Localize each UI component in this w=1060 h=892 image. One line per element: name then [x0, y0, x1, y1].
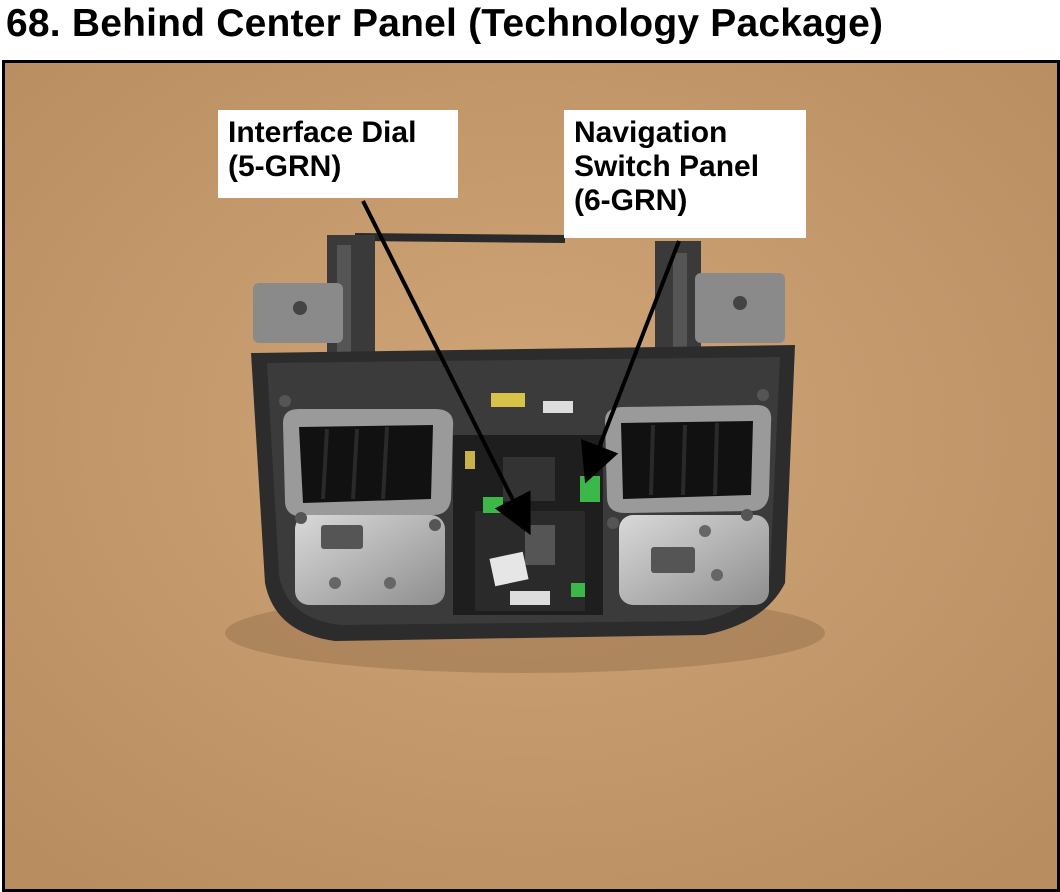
- green-connector-lower: [571, 583, 585, 597]
- callout-line: (5-GRN): [228, 150, 342, 183]
- right-switch-module: [619, 515, 769, 605]
- right-air-vent: [605, 405, 772, 513]
- left-switch-module: [295, 515, 445, 605]
- callout-line: (6-GRN): [574, 184, 688, 217]
- navigation-switch-connector: [580, 476, 600, 502]
- photo-frame: [2, 60, 1060, 892]
- callout-line: Interface Dial: [228, 116, 417, 149]
- callout-line: Switch Panel: [574, 150, 760, 183]
- callout-line: Navigation: [574, 116, 728, 149]
- center-panel-photo: [5, 63, 1057, 889]
- navigation-switch-panel-callout: Navigation Switch Panel (6-GRN): [564, 110, 806, 238]
- page-title: 68. Behind Center Panel (Technology Pack…: [6, 2, 884, 45]
- left-air-vent: [283, 409, 454, 517]
- interface-dial-callout: Interface Dial (5-GRN): [218, 110, 458, 198]
- green-connector-left: [483, 497, 503, 513]
